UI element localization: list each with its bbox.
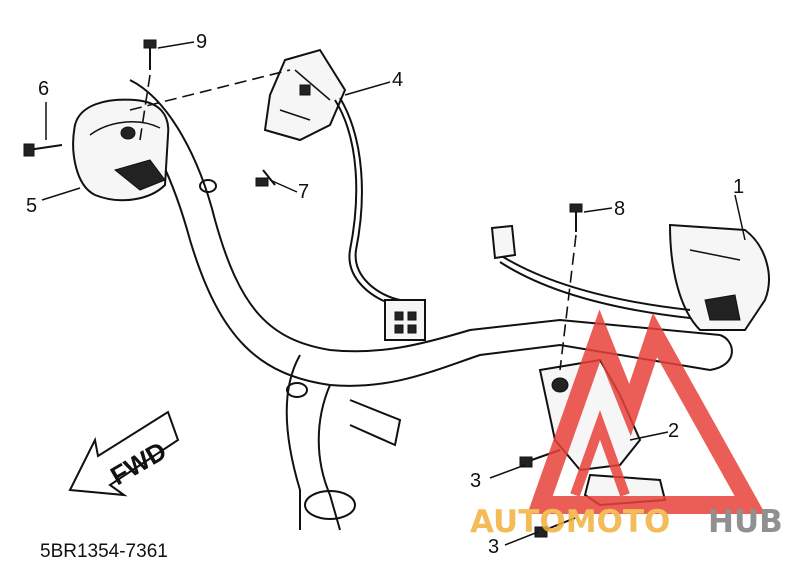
screw-7 <box>255 169 276 187</box>
screw-9 <box>143 39 157 70</box>
bolt-3-lower <box>534 517 576 538</box>
right-cable <box>490 224 691 319</box>
watermark-text-b: HUB <box>708 504 783 540</box>
watermark-logo: AUTOMOTO HUB <box>470 309 783 540</box>
leader-lines <box>41 41 746 546</box>
bracket-4 <box>263 48 347 142</box>
screw-6 <box>23 143 63 157</box>
callout-9: 9 <box>196 31 207 53</box>
part-code: 5BR1354-7361 <box>40 541 168 562</box>
forward-arrow: FWD <box>68 410 180 497</box>
callout-5: 5 <box>26 195 37 217</box>
right-switch-housing <box>668 223 770 331</box>
left-switch-housing <box>72 98 170 202</box>
callout-3-upper: 3 <box>470 470 481 492</box>
callout-6: 6 <box>38 78 49 100</box>
alignment-lines <box>129 69 577 371</box>
forward-label: FWD <box>105 435 171 491</box>
screw-8 <box>569 203 583 232</box>
callout-7: 7 <box>298 181 309 203</box>
watermark-text-a: AUTOMOTO <box>470 504 670 540</box>
callout-4: 4 <box>392 69 403 91</box>
callout-1: 1 <box>733 176 744 198</box>
callout-2: 2 <box>668 420 679 442</box>
wiring-harness <box>334 97 426 341</box>
callout-8: 8 <box>614 198 625 220</box>
callout-3-lower: 3 <box>488 536 499 558</box>
